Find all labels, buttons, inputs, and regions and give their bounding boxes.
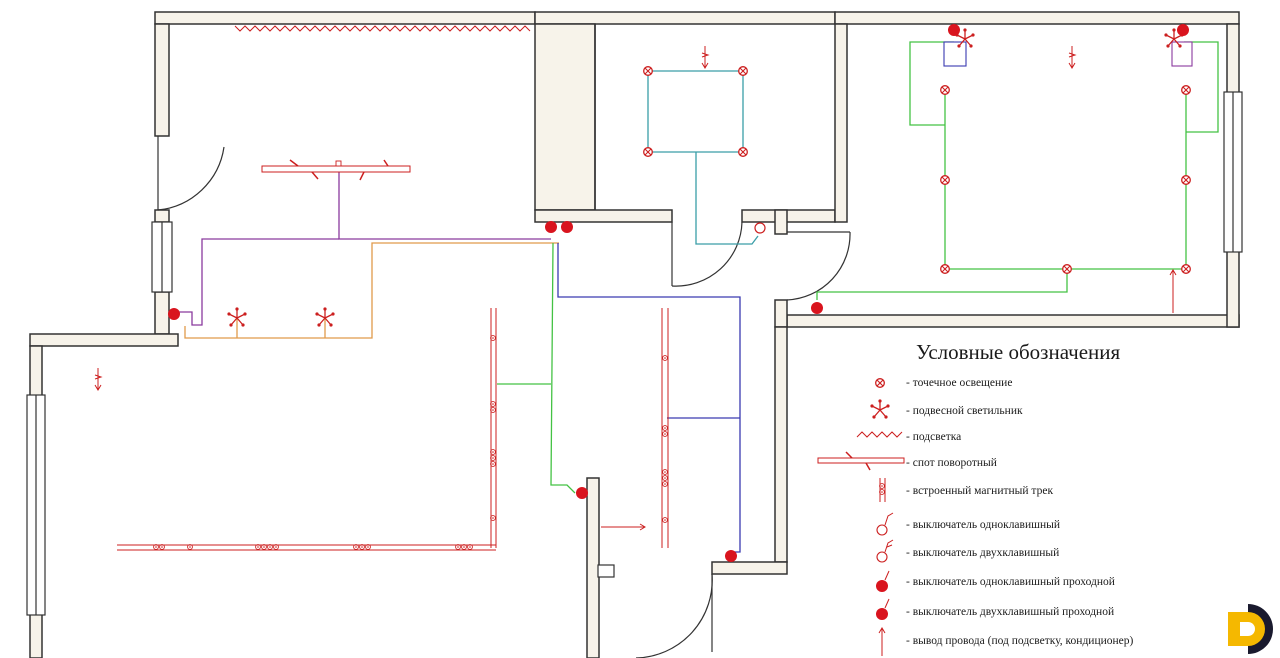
legend-item-single-pass-switch: - выключатель одноклавишный проходной (906, 576, 1115, 588)
legend-label: точечное освещение (912, 377, 1013, 389)
legend-title: Условные обозначения (916, 340, 1121, 364)
legend-item-single-switch: - выключатель одноклавишный (906, 519, 1061, 531)
legend-item-spot-light: - точечное освещение (906, 377, 1013, 389)
legend-item-double-switch: - выключатель двухклавишный (906, 547, 1060, 559)
legend-item-pendant-lamp: - подвесной светильник (906, 405, 1023, 417)
wiring (178, 41, 1219, 553)
windows (26, 91, 1243, 616)
legend-label: подсветка (912, 431, 962, 443)
legend-label: выключатель двухклавишный (912, 547, 1060, 559)
walls (29, 11, 1240, 658)
legend-label: выключатель двухклавишный проходной (912, 606, 1115, 618)
legend-label: выключатель одноклавишный проходной (912, 576, 1115, 588)
backlight-strip (234, 25, 531, 32)
legend-symbols (817, 378, 905, 656)
legend-item-magnetic-track: - встроенный магнитный трек (906, 485, 1054, 497)
legend-item-double-pass-switch: - выключатель двухклавишный проходной (906, 606, 1115, 618)
legend-label: встроенный магнитный трек (912, 485, 1054, 497)
legend-item-wire-outlet: - вывод провода (под подсветку, кондицио… (906, 635, 1134, 647)
legend-item-backlight: - подсветка (906, 431, 962, 443)
fixtures (94, 24, 1193, 562)
legend-label: спот поворотный (912, 457, 997, 469)
legend-label: вывод провода (под подсветку, кондиционе… (912, 635, 1134, 647)
legend-label: выключатель одноклавишный (912, 519, 1061, 531)
legend-label: подвесной светильник (912, 405, 1023, 417)
legend-item-swivel-spot: - спот поворотный (906, 457, 997, 469)
doors (157, 136, 851, 658)
brand-logo-icon (1228, 604, 1274, 654)
